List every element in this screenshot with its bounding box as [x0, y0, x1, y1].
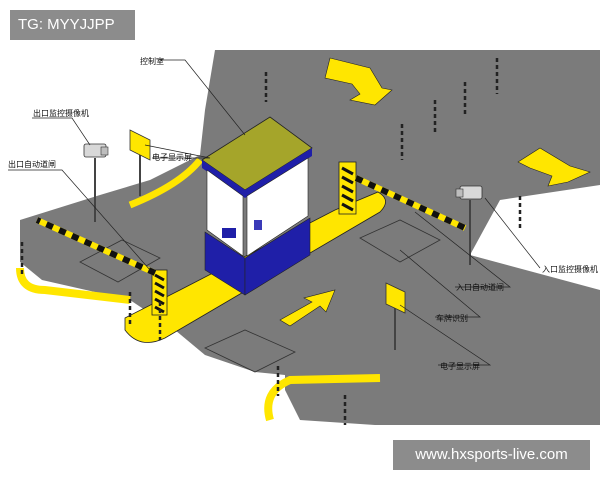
entry-barrier-stripes — [341, 166, 354, 212]
curb-upper-left — [128, 157, 203, 209]
leader-line — [160, 59, 246, 136]
exit-camera — [83, 143, 109, 222]
bollards — [20, 58, 522, 425]
entry-loop-detector — [359, 219, 441, 263]
label-exit-camera: 出口监控摄像机 — [33, 108, 89, 118]
label-plate-camera: 车牌识别 — [436, 313, 468, 323]
leader-line — [32, 117, 91, 146]
leader-line — [399, 304, 492, 366]
arrow-right — [517, 147, 591, 187]
display-screen-left — [129, 129, 151, 196]
booth-roof-side — [245, 148, 312, 198]
watermark-top-left: TG: MYYJJPP — [10, 10, 135, 40]
label-entry-camera: 入口监控摄像机 — [542, 264, 598, 274]
label-control-room: 控制室 — [140, 56, 164, 66]
booth-side-lower — [244, 217, 311, 296]
bottom-loop-detector — [204, 329, 296, 373]
label-display-bottom: 电子显示屏 — [440, 361, 480, 371]
booth-monitor — [254, 220, 262, 230]
exit-barrier-stripes — [154, 273, 165, 314]
curb-bottom — [264, 374, 381, 422]
leader-line — [414, 211, 512, 288]
exit-barrier-gate — [35, 217, 168, 316]
booth-window-side — [246, 157, 309, 257]
booth-desk — [222, 228, 236, 238]
exit-barrier-arm — [35, 217, 157, 276]
leader-line — [484, 197, 541, 269]
label-display-left: 电子显示屏 — [152, 152, 192, 162]
arrow-bottom — [279, 289, 336, 327]
leader-line — [8, 169, 151, 271]
arrow-top — [324, 57, 393, 106]
entry-barrier-gate — [338, 161, 467, 231]
entry-barrier-arm-stripes — [354, 175, 467, 231]
leader-line — [144, 144, 211, 159]
leader-line — [399, 249, 481, 318]
exit-loop-detector — [79, 239, 161, 283]
leader-lines — [8, 59, 541, 366]
booth-roof-front — [202, 160, 245, 198]
control-booth — [201, 116, 313, 296]
label-entry-barrier: 入口自动道闸 — [456, 282, 504, 292]
label-exit-barrier: 出口自动道闸 — [8, 159, 56, 169]
watermark-bottom-right: www.hxsports-live.com — [393, 440, 590, 470]
entry-camera — [455, 185, 483, 265]
curb-left — [16, 267, 131, 304]
